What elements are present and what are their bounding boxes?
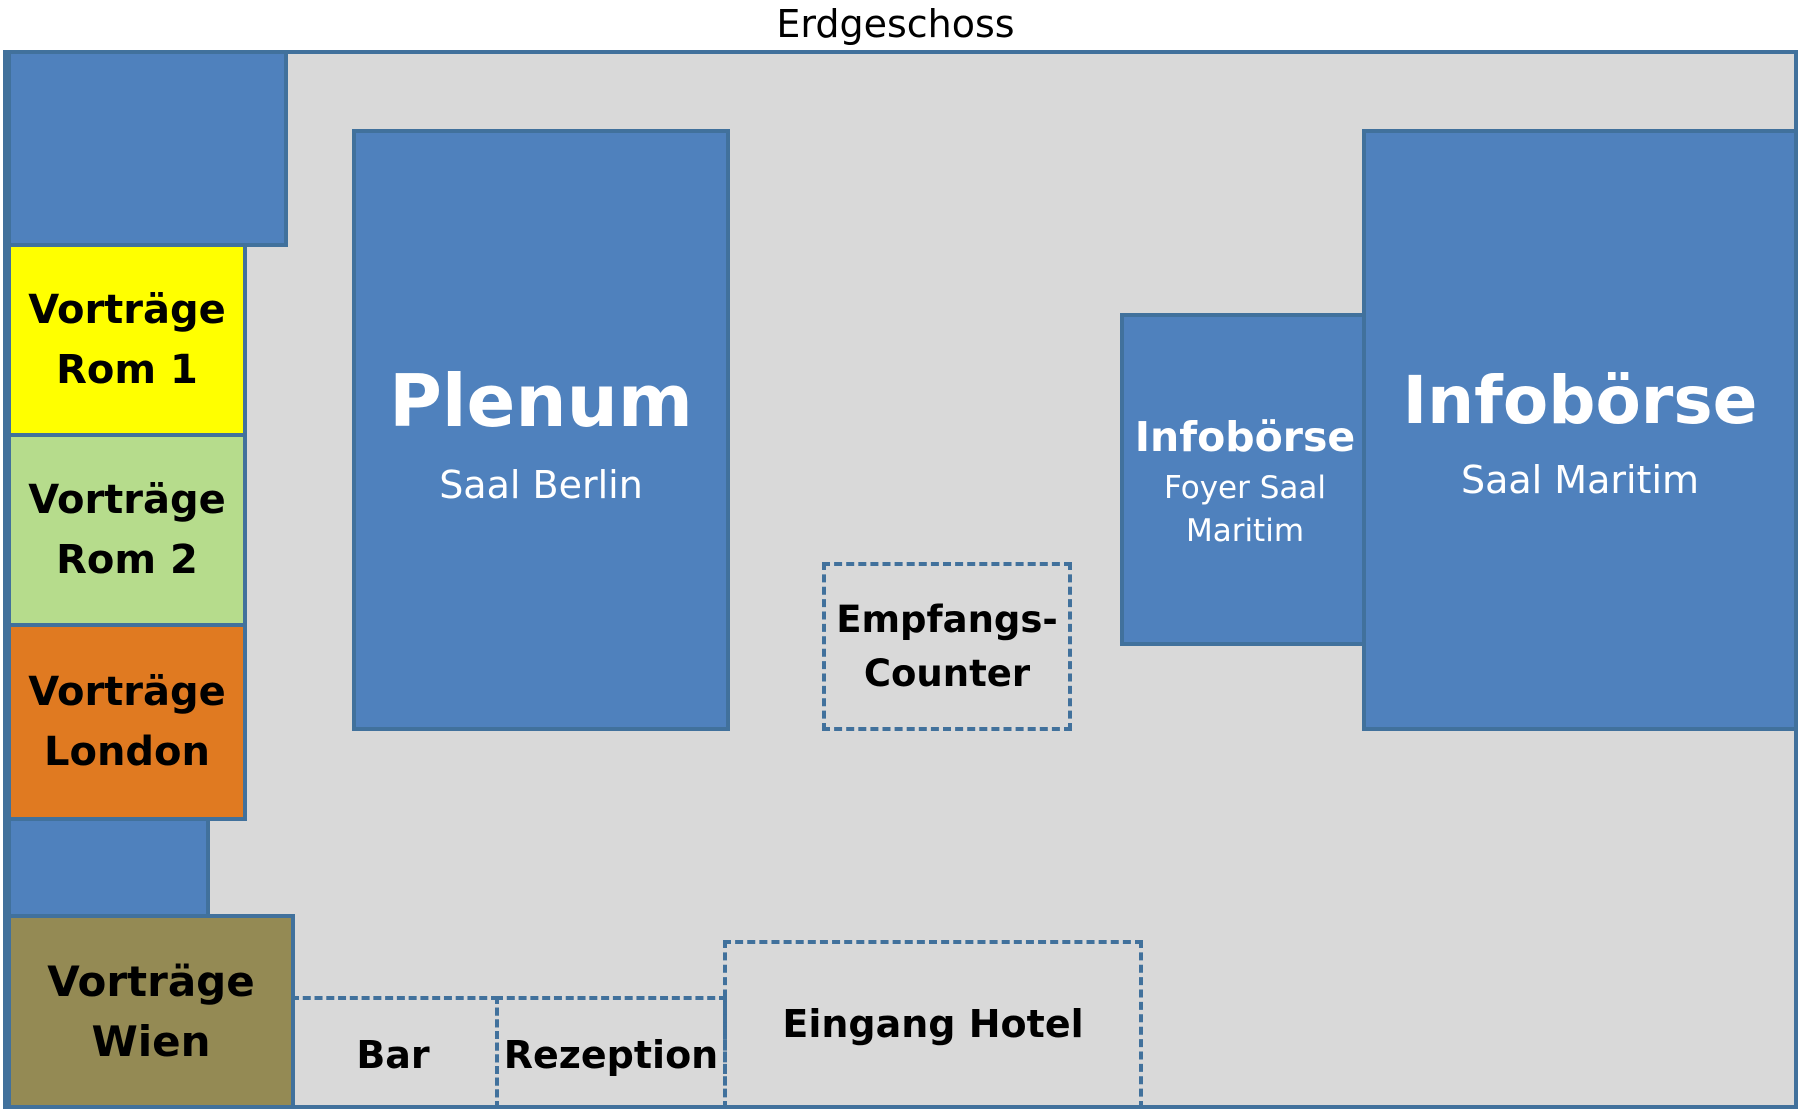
room-london-label: Vorträge London [28, 669, 226, 775]
bar-label: Bar [356, 1032, 430, 1077]
room-infoboerse-maritim[interactable]: Infobörse Saal Maritim [1362, 129, 1798, 731]
hotel-entrance[interactable]: Eingang Hotel [723, 940, 1143, 1109]
room-top-left[interactable] [7, 50, 288, 247]
plenum-title: Plenum [389, 359, 693, 443]
room-plenum[interactable]: Plenum Saal Berlin [352, 129, 730, 731]
infoboerse-foyer-title: Infobörse [1134, 413, 1356, 461]
room-london[interactable]: Vorträge London [7, 623, 247, 821]
page-title: Erdgeschoss [776, 2, 1015, 46]
reception-counter[interactable]: Empfangs- Counter [822, 562, 1072, 731]
infoboerse-foyer-subtitle-2: Maritim [1185, 513, 1305, 549]
room-wien[interactable]: Vorträge Wien [7, 914, 295, 1109]
room-rom-2-label: Vorträge Rom 2 [28, 477, 226, 583]
reception-counter-label: Empfangs- Counter [836, 597, 1058, 695]
room-infoboerse-foyer[interactable]: Infobörse Foyer Saal Maritim [1120, 313, 1370, 646]
infoboerse-maritim-subtitle: Saal Maritim [1460, 458, 1700, 502]
infoboerse-foyer-subtitle-1: Foyer Saal [1164, 470, 1326, 506]
hotel-entrance-label: Eingang Hotel [782, 1002, 1084, 1046]
room-lower-left[interactable] [7, 817, 210, 920]
infoboerse-maritim-title: Infobörse [1402, 362, 1758, 439]
reception-desk[interactable]: Rezeption [495, 996, 727, 1109]
bar-area[interactable]: Bar [291, 996, 499, 1109]
plenum-subtitle: Saal Berlin [439, 463, 643, 507]
room-wien-label: Vorträge Wien [47, 956, 255, 1066]
room-rom-1-label: Vorträge Rom 1 [28, 287, 226, 393]
reception-desk-label: Rezeption [503, 1032, 719, 1077]
room-rom-1[interactable]: Vorträge Rom 1 [7, 243, 247, 437]
room-rom-2[interactable]: Vorträge Rom 2 [7, 433, 247, 627]
